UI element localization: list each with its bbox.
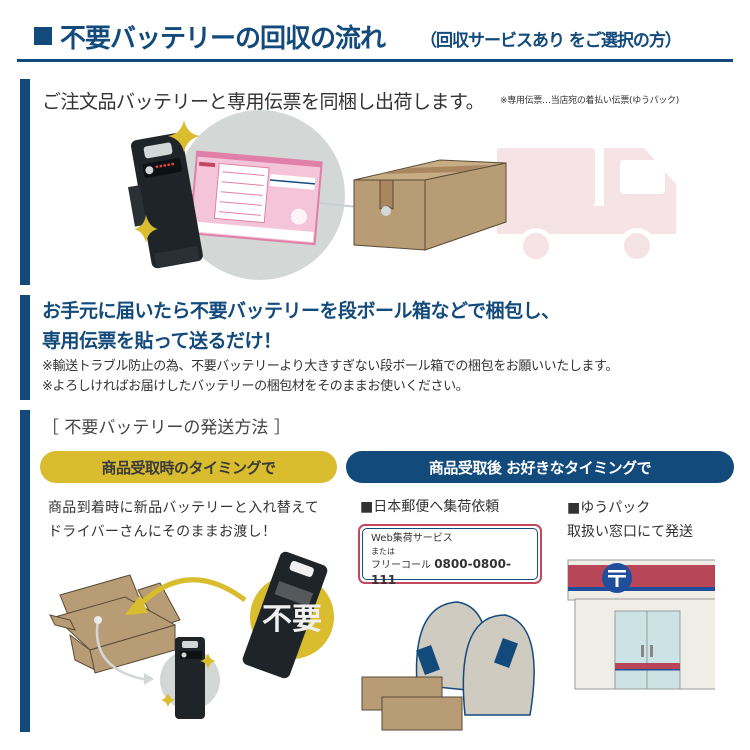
header-divider (17, 59, 733, 62)
post-office-illustration (567, 559, 715, 690)
sparkle-icon (161, 693, 175, 707)
option-after-delivery-tab: 商品受取後 お好きなタイミングで (346, 451, 734, 483)
unneeded-badge: 不要 (262, 602, 322, 637)
option-a-description: 商品到着時に新品バッテリーと入れ替えて ドライバーさんにそのままお渡し！ (48, 500, 319, 540)
delivery-truck-icon (497, 148, 676, 264)
page-title: 不要バッテリーの回収の流れ (60, 24, 386, 54)
pickup-heading: ■日本郵便へ集荷依頼 (360, 499, 500, 515)
shipping-method-title: ［ 不要バッテリーの発送方法 ］ (42, 418, 291, 438)
person-phone-icon (415, 601, 535, 716)
postal-mark-icon (602, 563, 632, 593)
freecall-number: 0800-0800-111 (371, 557, 511, 587)
option-at-delivery-tab: 商品受取時のタイミングで (40, 451, 337, 483)
sparkle-icon (134, 215, 158, 243)
new-battery-icon (175, 637, 205, 719)
parcel-boxes-icon (361, 676, 463, 731)
step-1-illustration (128, 110, 676, 280)
step-2-title: お手元に届いたら不要バッテリーを段ボール箱などで梱包し、 専用伝票を貼って送るだ… (42, 300, 560, 352)
pickup-contact-box: Web集荷サービス または フリーコール 0800-0800-111 (358, 524, 542, 587)
section-3-bar (20, 410, 30, 732)
web-pickup-label: Web集荷サービス (371, 533, 453, 544)
step-1-title: ご注文品バッテリーと専用伝票を同梱し出荷します。 (42, 91, 485, 113)
swap-battery-illustration: 不要 (49, 551, 334, 719)
pickup-illustration (361, 601, 535, 731)
page-subtitle: （回収サービスあり をご選択の方） (420, 31, 682, 51)
old-battery-icon (242, 551, 328, 679)
sparkle-icon (168, 120, 200, 152)
step-1-note: ※専用伝票…当店宛の着払い伝票(ゆうパック) (500, 96, 679, 106)
section-2-bar (20, 295, 30, 400)
shipping-slip-icon (188, 150, 323, 246)
cardboard-box-icon (353, 159, 507, 251)
section-1-bar (20, 79, 30, 285)
step-2-note: ※輸送トラブル防止の為、不要バッテリーより大きすぎない段ボール箱での梱包をお願い… (42, 359, 618, 394)
counter-heading: ■ゆうパック 取扱い窓口にて発送 (567, 500, 693, 540)
sparkle-icon (200, 653, 216, 669)
header-square-icon (34, 27, 52, 45)
